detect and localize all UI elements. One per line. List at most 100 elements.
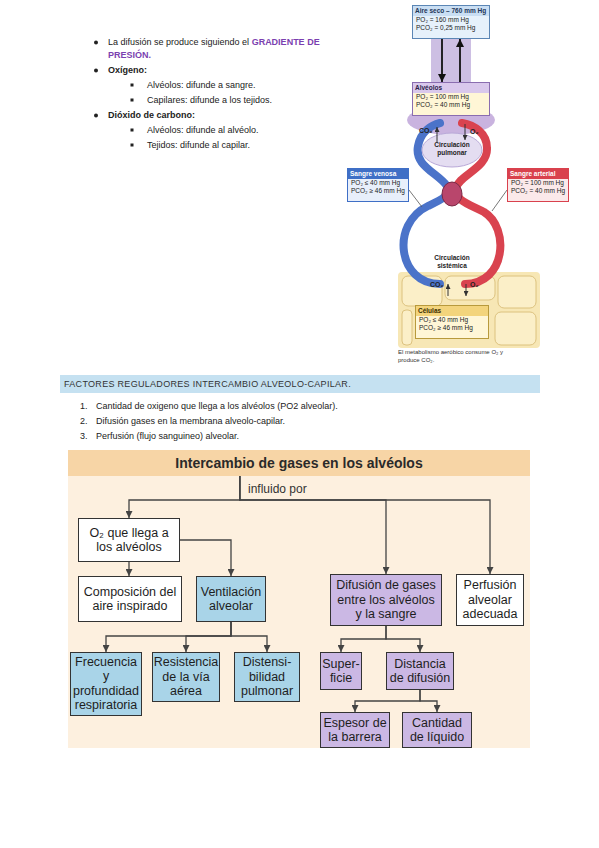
- box-heading: Aire seco – 760 mm Hg: [413, 6, 489, 16]
- sub-bullet: [131, 129, 134, 132]
- box-heading: O₂ que llega a los alvéolos: [81, 526, 177, 555]
- box-heading: Distancia de difusión: [389, 657, 451, 686]
- sub-bullet-text: Alvéolos: difunde al alvéolo.: [147, 124, 259, 137]
- box-text: PCO₂ = 40 mm Hg: [413, 101, 489, 109]
- bullet-paragraph: La difusión se produce siguiendo elGRADI…: [108, 36, 340, 62]
- process-box: O₂ que llega a los alvéolos: [78, 518, 180, 562]
- connector-arrow: [106, 622, 231, 652]
- process-box: Cantidad de líquido: [402, 712, 472, 748]
- section-banner: FACTORES REGULADORES INTERCAMBIO ALVEOLO…: [60, 375, 540, 393]
- process-box: Espesor de la barrera: [320, 712, 390, 748]
- cell: [402, 310, 412, 345]
- connector-arrow: [128, 562, 129, 576]
- process-box: Distensi- bilidad pulmonar: [234, 652, 300, 702]
- box-text: PO₂ = 160 mm Hg: [413, 16, 489, 24]
- box-heading: Espesor de la barrera: [323, 716, 387, 745]
- connector-arrow: [459, 39, 461, 82]
- box-heading: Composición del aire inspirado: [81, 585, 179, 614]
- bullet: [94, 114, 98, 118]
- box-heading: Intercambio de gases en los alvéolos: [175, 455, 422, 471]
- pressure-box: Sangre arterialPO₂ = 100 mm HgPCO₂ = 40 …: [507, 168, 569, 202]
- list-number: 1.: [80, 400, 88, 413]
- list-item: Perfusión (flujo sanguineo) alveolar.: [96, 430, 239, 443]
- sub-bullet: [131, 144, 134, 147]
- process-box: Distancia de difusión: [386, 652, 454, 690]
- sub-bullet-text: Capilares: difunde a los tejidos.: [147, 94, 272, 107]
- box-text: PO₂ ≤ 40 mm Hg: [348, 179, 408, 187]
- bullet-heading: Dióxido de carbono:: [108, 109, 195, 122]
- process-box: Super- ficie: [320, 652, 362, 690]
- connector-arrow: [231, 622, 267, 652]
- pressure-box: Sangre venosaPO₂ ≤ 40 mm HgPCO₂ ≥ 46 mm …: [347, 168, 409, 202]
- bullet-heading: Oxígeno:: [108, 64, 147, 77]
- sub-bullet-text: Tejidos: difunde al capilar.: [147, 139, 250, 152]
- edge-note: influido por: [248, 481, 307, 498]
- heart: [442, 182, 462, 206]
- box-heading: Super- ficie: [322, 657, 360, 686]
- box-heading: Perfusión alveolar adecuada: [459, 578, 521, 621]
- process-box: Resistencia de la vía aérea: [152, 652, 220, 702]
- box-heading: Sangre arterial: [508, 169, 568, 179]
- body-text: La difusión se produce siguiendo el: [108, 37, 249, 47]
- gas-arrow: [465, 124, 466, 140]
- connector-arrow: [240, 476, 490, 574]
- box-text: PCO₂ ≥ 46 mm Hg: [348, 187, 408, 195]
- box-text: PCO₂ = 40 mm Hg: [508, 187, 568, 195]
- airway: [431, 38, 471, 84]
- sub-bullet-text: Alvéolos: difunde a sangre.: [147, 79, 256, 92]
- box-heading: Distensi- bilidad pulmonar: [237, 655, 297, 698]
- gas-label: CO₂: [419, 126, 433, 136]
- cell: [498, 276, 536, 308]
- process-box: Composición del aire inspirado: [78, 576, 182, 622]
- gas-arrow: [437, 127, 438, 142]
- box-heading: Alvéolos: [413, 83, 489, 93]
- box-text: PO₂ = 100 mm Hg: [508, 179, 568, 187]
- connector-group: [106, 39, 490, 712]
- leader-line: [492, 190, 507, 211]
- gas-label: CO₂: [430, 280, 444, 290]
- bullet: [94, 69, 98, 73]
- leader-line: [409, 190, 422, 207]
- box-heading: Resistencia de la vía aérea: [154, 655, 219, 698]
- process-box: Difusión de gases entre los alvéolos y l…: [330, 574, 442, 626]
- list-number: 2.: [80, 415, 88, 428]
- box-heading: Cantidad de líquido: [405, 716, 469, 745]
- process-box: Ventilación alveolar: [196, 576, 266, 622]
- pulmonary-zone: [422, 133, 482, 167]
- box-heading: FACTORES REGULADORES INTERCAMBIO ALVEOLO…: [64, 379, 351, 389]
- region-label: Circulación pulmonar: [426, 141, 478, 157]
- gas-label: O₂: [470, 127, 479, 137]
- flowchart-header: Intercambio de gases en los alvéolos: [68, 450, 530, 476]
- process-box: Frecuencia y profundidad respiratoria: [70, 652, 142, 716]
- pressure-box: AlvéolosPO₂ = 100 mm HgPCO₂ = 40 mm Hg: [412, 82, 490, 116]
- box-heading: Frecuencia y profundidad respiratoria: [73, 655, 139, 713]
- connector-arrow: [186, 622, 231, 652]
- figure-caption: El metabolismo aeróbico consume O₂ y pro…: [398, 349, 510, 364]
- gas-arrow: [466, 284, 467, 296]
- connector-arrow: [420, 690, 437, 712]
- box-text: PCO₂ ≥ 46 mm Hg: [416, 324, 488, 332]
- list-item: Cantidad de oxigeno que llega a los alvé…: [96, 400, 338, 413]
- sub-bullet: [131, 84, 134, 87]
- list-item: Difusión gases en la membrana alveolo-ca…: [96, 415, 285, 428]
- process-box: Perfusión alveolar adecuada: [456, 574, 524, 626]
- gas-label: O₂: [470, 280, 479, 290]
- box-heading: Células: [416, 306, 488, 316]
- region-label: Circulación sistémica: [422, 254, 482, 270]
- connector-arrow: [129, 476, 240, 518]
- box-text: PO₂ ≤ 40 mm Hg: [416, 316, 488, 324]
- connector-arrow: [386, 626, 420, 652]
- box-text: PCO₂ = 0,25 mm Hg: [413, 24, 489, 32]
- box-heading: Sangre venosa: [348, 169, 408, 179]
- gas-arrow: [448, 284, 449, 296]
- box-heading: Difusión de gases entre los alvéolos y l…: [333, 578, 439, 621]
- list-number: 3.: [80, 430, 88, 443]
- connector-arrow: [180, 540, 231, 576]
- box-heading: Ventilación alveolar: [199, 585, 263, 614]
- sub-bullet: [131, 99, 134, 102]
- pressure-box: CélulasPO₂ ≤ 40 mm HgPCO₂ ≥ 46 mm Hg: [415, 305, 489, 339]
